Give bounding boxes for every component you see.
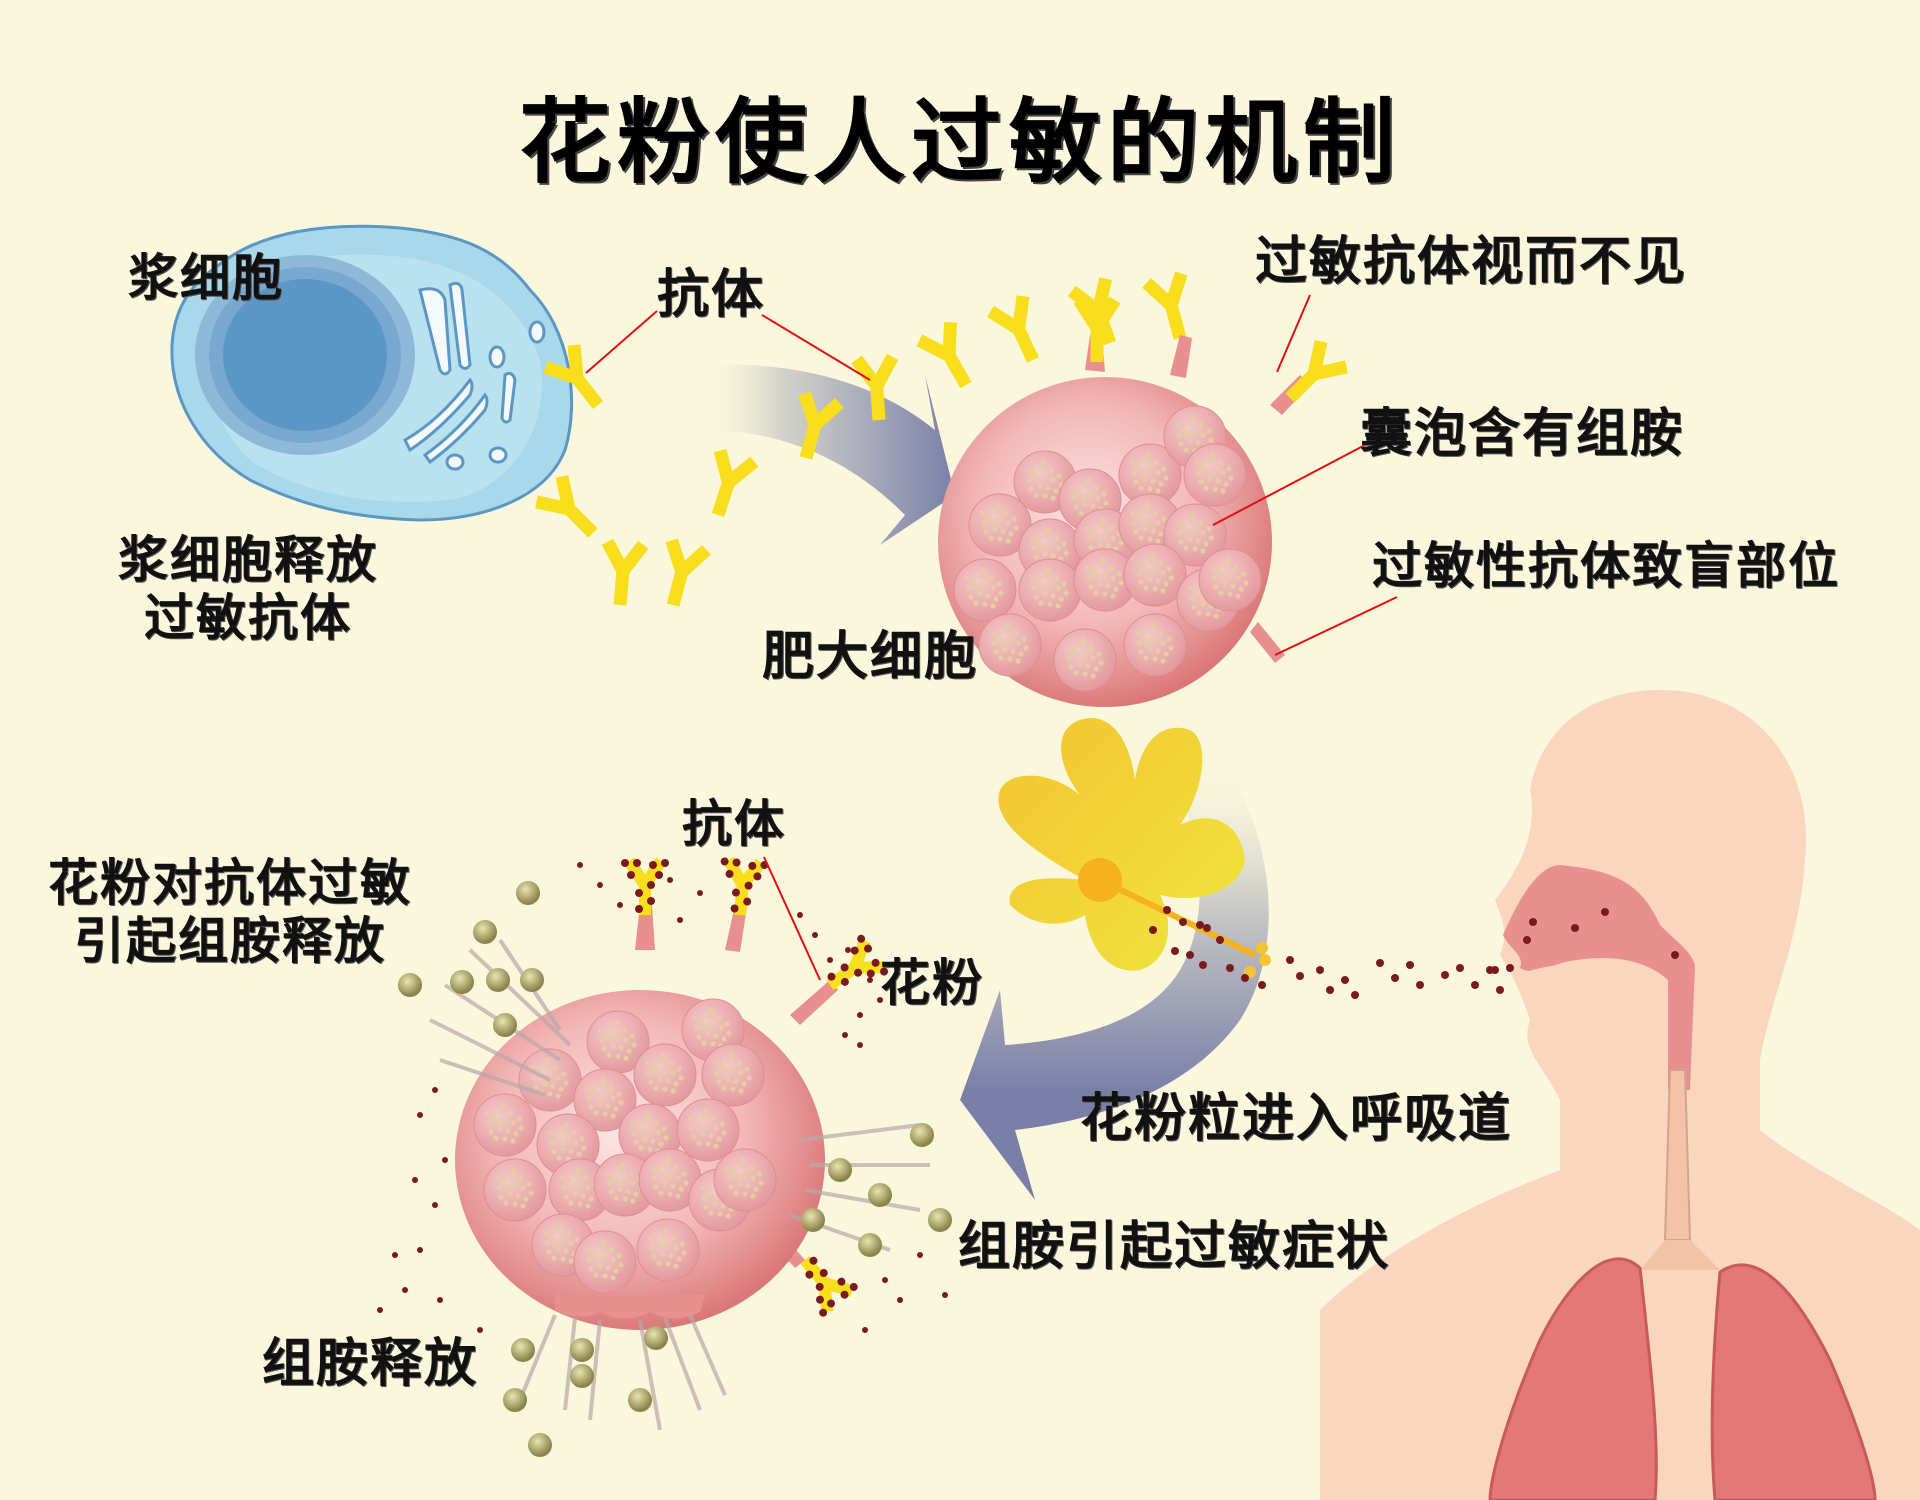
flower-illustration: [998, 718, 1271, 978]
mast-cell-upper: [938, 300, 1347, 707]
label-pollen-enters: 花粉粒进入呼吸道: [1080, 1089, 1513, 1149]
top-flow-arrow: [700, 364, 955, 545]
label-vesicles-histamine: 囊泡含有组胺: [1360, 404, 1685, 464]
label-histamine-symptoms: 组胺引起过敏症状: [958, 1217, 1391, 1277]
label-pollen-allergy-line1: 花粉对抗体过敏: [48, 854, 412, 912]
histamine-release: [398, 881, 952, 1457]
label-plasma-release-line2: 过敏抗体: [144, 588, 352, 647]
label-pollen-allergy-line2: 引起组胺释放: [74, 911, 386, 970]
label-pollen-allergy: 花粉对抗体过敏 引起组胺释放: [48, 854, 412, 970]
label-pollen: 花粉: [880, 954, 984, 1012]
leader-lines: [585, 294, 1398, 981]
label-plasma-release: 浆细胞释放 过敏抗体: [118, 531, 378, 647]
human-respiratory-illustration: [1320, 690, 1920, 1500]
label-histamine-release: 组胺释放: [262, 1334, 479, 1394]
label-antibody-invisible: 过敏抗体视而不见: [1255, 232, 1688, 292]
label-mast-cell: 肥大细胞: [762, 627, 979, 687]
mast-cell-lower: [455, 857, 890, 1330]
page-title: 花粉使人过敏的机制: [518, 89, 1401, 196]
label-blind-site: 过敏性抗体致盲部位: [1372, 537, 1840, 595]
pollen-stream: [1149, 906, 1514, 999]
label-antibody-bottom: 抗体: [682, 795, 786, 853]
label-plasma-cell: 浆细胞: [128, 249, 284, 307]
plasma-cell-illustration: [170, 224, 574, 522]
label-plasma-release-line1: 浆细胞释放: [118, 531, 378, 589]
label-antibody-top: 抗体: [657, 265, 766, 325]
bottom-flow-arrow: [960, 765, 1269, 1200]
pollen-particles-lower: [377, 862, 948, 1353]
